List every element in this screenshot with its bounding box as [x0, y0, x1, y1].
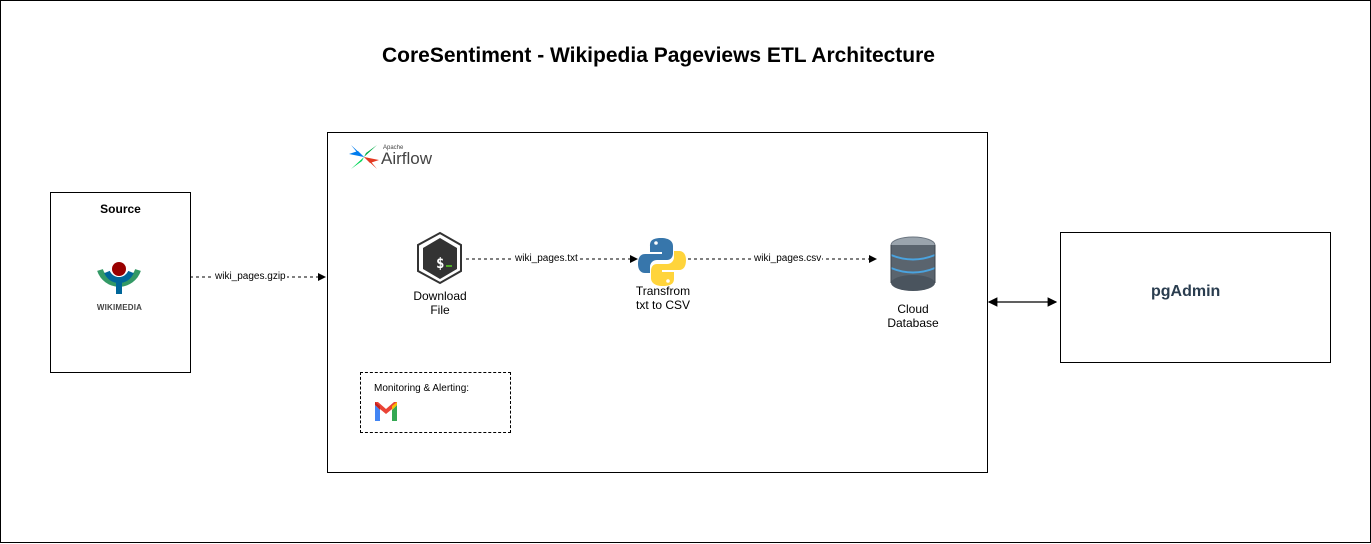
edge-label-gzip: wiki_pages.gzip	[214, 271, 287, 282]
airflow-logo-small-text: Apache	[383, 145, 404, 151]
airflow-logo-text: Airflow	[381, 149, 433, 168]
monitoring-box: Monitoring & Alerting:	[360, 372, 511, 433]
source-box: Source	[50, 192, 191, 373]
pgadmin-logo-text: pgAdmin	[1151, 283, 1221, 300]
wikimedia-logo-text: WIKIMEDIA	[96, 303, 143, 312]
edge-label-csv: wiki_pages.csv	[753, 253, 823, 264]
diagram-title: CoreSentiment - Wikipedia Pageviews ETL …	[382, 44, 935, 67]
monitoring-label: Monitoring & Alerting:	[374, 383, 470, 394]
cloud-database-label: Cloud Database	[887, 302, 939, 330]
airflow-container	[327, 132, 988, 473]
download-file-label: Download File	[413, 289, 467, 317]
edge-label-txt: wiki_pages.txt	[514, 253, 579, 264]
transform-label: Transfrom txt to CSV	[635, 284, 691, 312]
pgadmin-box	[1060, 232, 1331, 363]
source-heading: Source	[100, 202, 141, 216]
